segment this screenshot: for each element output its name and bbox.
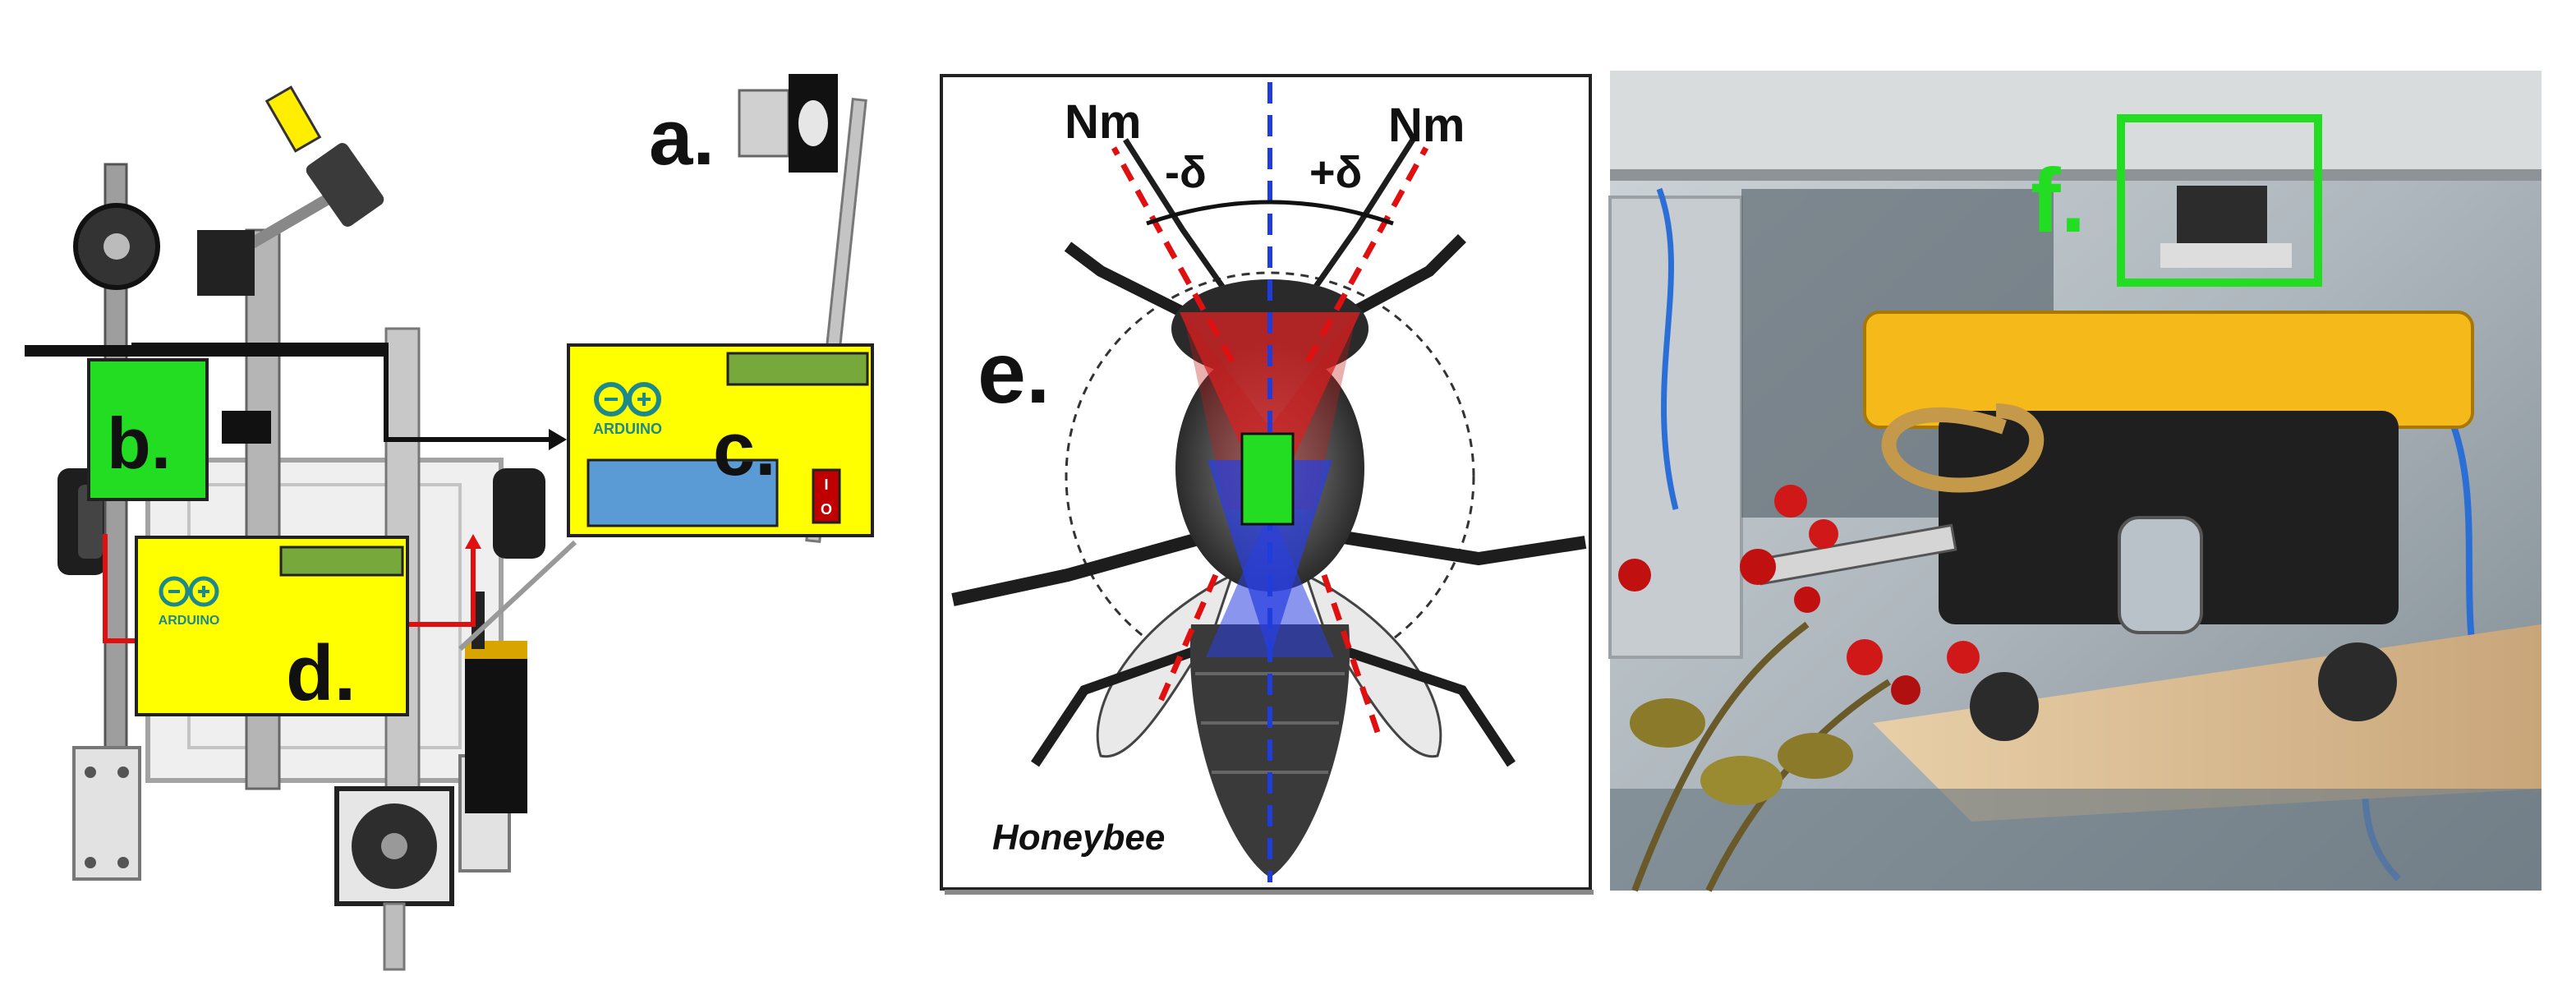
bee-leg-left-2 bbox=[951, 527, 1218, 606]
label-d: d. bbox=[286, 629, 356, 717]
bee-leg-right-2 bbox=[1321, 527, 1587, 566]
camera-head bbox=[306, 143, 384, 227]
ray-red-right-upper bbox=[1304, 146, 1429, 363]
wheel-right bbox=[493, 468, 545, 559]
label-a: a. bbox=[649, 94, 715, 182]
wheel-left-inner bbox=[78, 485, 103, 559]
sensor-a-body bbox=[738, 89, 790, 158]
photo-berry-plant bbox=[1618, 485, 1980, 892]
side-servo bbox=[222, 411, 271, 444]
nm-right-label: Nm bbox=[1388, 99, 1465, 152]
fan-stem bbox=[383, 902, 406, 971]
bee-wing-right bbox=[1304, 573, 1442, 758]
photo-shelf-top bbox=[1610, 71, 2542, 169]
pump-cylinder bbox=[465, 649, 527, 813]
delta-minus-label: -δ bbox=[1165, 148, 1207, 197]
angle-arc bbox=[1146, 200, 1394, 226]
honeybee-caption: Honeybee bbox=[992, 817, 1165, 858]
module-b bbox=[87, 358, 209, 501]
bee-panel: Nm Nm -δ +δ e. Honeybee bbox=[940, 74, 1594, 895]
arduino-c-status bbox=[726, 352, 869, 386]
sensor-a-lens bbox=[798, 100, 828, 146]
cable-c-to-robot bbox=[458, 540, 577, 651]
antenna-left bbox=[1123, 138, 1243, 315]
arduino-d-status bbox=[279, 546, 404, 577]
nm-left-label: Nm bbox=[1065, 95, 1141, 149]
delta-plus-label: +δ bbox=[1309, 148, 1362, 197]
label-e: e. bbox=[978, 325, 1050, 421]
photo-cable-blue-1 bbox=[1656, 187, 1679, 510]
arduino-c-brand: ARDUINO bbox=[593, 421, 662, 437]
arduino-c-screen bbox=[586, 458, 779, 527]
bee-leg-left-1 bbox=[1064, 242, 1219, 334]
arduino-c-logo-icon bbox=[594, 382, 661, 417]
arduino-c-switch bbox=[812, 468, 841, 524]
bolt-1 bbox=[85, 767, 96, 778]
wire-b-to-c bbox=[131, 343, 549, 442]
antenna-right bbox=[1295, 138, 1415, 315]
wire-arrowhead bbox=[549, 429, 567, 450]
label-b: b. bbox=[107, 403, 171, 484]
fan-hub bbox=[381, 833, 407, 859]
bee-leg-right-3 bbox=[1313, 636, 1516, 767]
arduino-d-brand: ARDUINO bbox=[159, 614, 220, 628]
photo-camera-sensor bbox=[2177, 186, 2267, 243]
region-f-frame bbox=[2117, 114, 2322, 287]
photo-floor bbox=[1610, 789, 2542, 891]
switch-on-label: I bbox=[824, 476, 828, 493]
photo-pump bbox=[2118, 516, 2203, 634]
photo-camera-board bbox=[2160, 243, 2292, 268]
top-rail bbox=[25, 345, 386, 357]
wire-red-left bbox=[103, 534, 140, 643]
wire-red-arrow bbox=[465, 534, 481, 549]
photo-wheel-front bbox=[1970, 672, 2039, 741]
motor-block bbox=[197, 230, 255, 296]
bolt-4 bbox=[117, 857, 129, 868]
photo-wheel-rear bbox=[2318, 642, 2397, 721]
visual-field-circle bbox=[1065, 271, 1475, 682]
bolt-2 bbox=[117, 767, 129, 778]
arduino-board-c: I O ARDUINO bbox=[567, 343, 874, 537]
label-f: f. bbox=[2031, 150, 2086, 251]
pulley-top-hub bbox=[104, 233, 130, 260]
label-c: c. bbox=[713, 407, 776, 491]
wire-red-right bbox=[406, 546, 476, 627]
camera-lamp bbox=[264, 85, 322, 153]
photo-shelf-edge bbox=[1610, 169, 2542, 181]
arduino-d-logo-icon bbox=[159, 576, 219, 607]
ray-red-left-lower bbox=[1155, 573, 1219, 708]
base-bracket-left bbox=[72, 746, 141, 881]
robot-photo: f. bbox=[1608, 71, 2542, 892]
arduino-board-d: ARDUINO bbox=[135, 536, 409, 716]
switch-off-label: O bbox=[821, 501, 832, 518]
center-marker bbox=[1240, 432, 1295, 526]
bolt-3 bbox=[85, 857, 96, 868]
ray-red-left-upper bbox=[1111, 146, 1235, 363]
photo-tube-gold bbox=[1881, 403, 2045, 493]
